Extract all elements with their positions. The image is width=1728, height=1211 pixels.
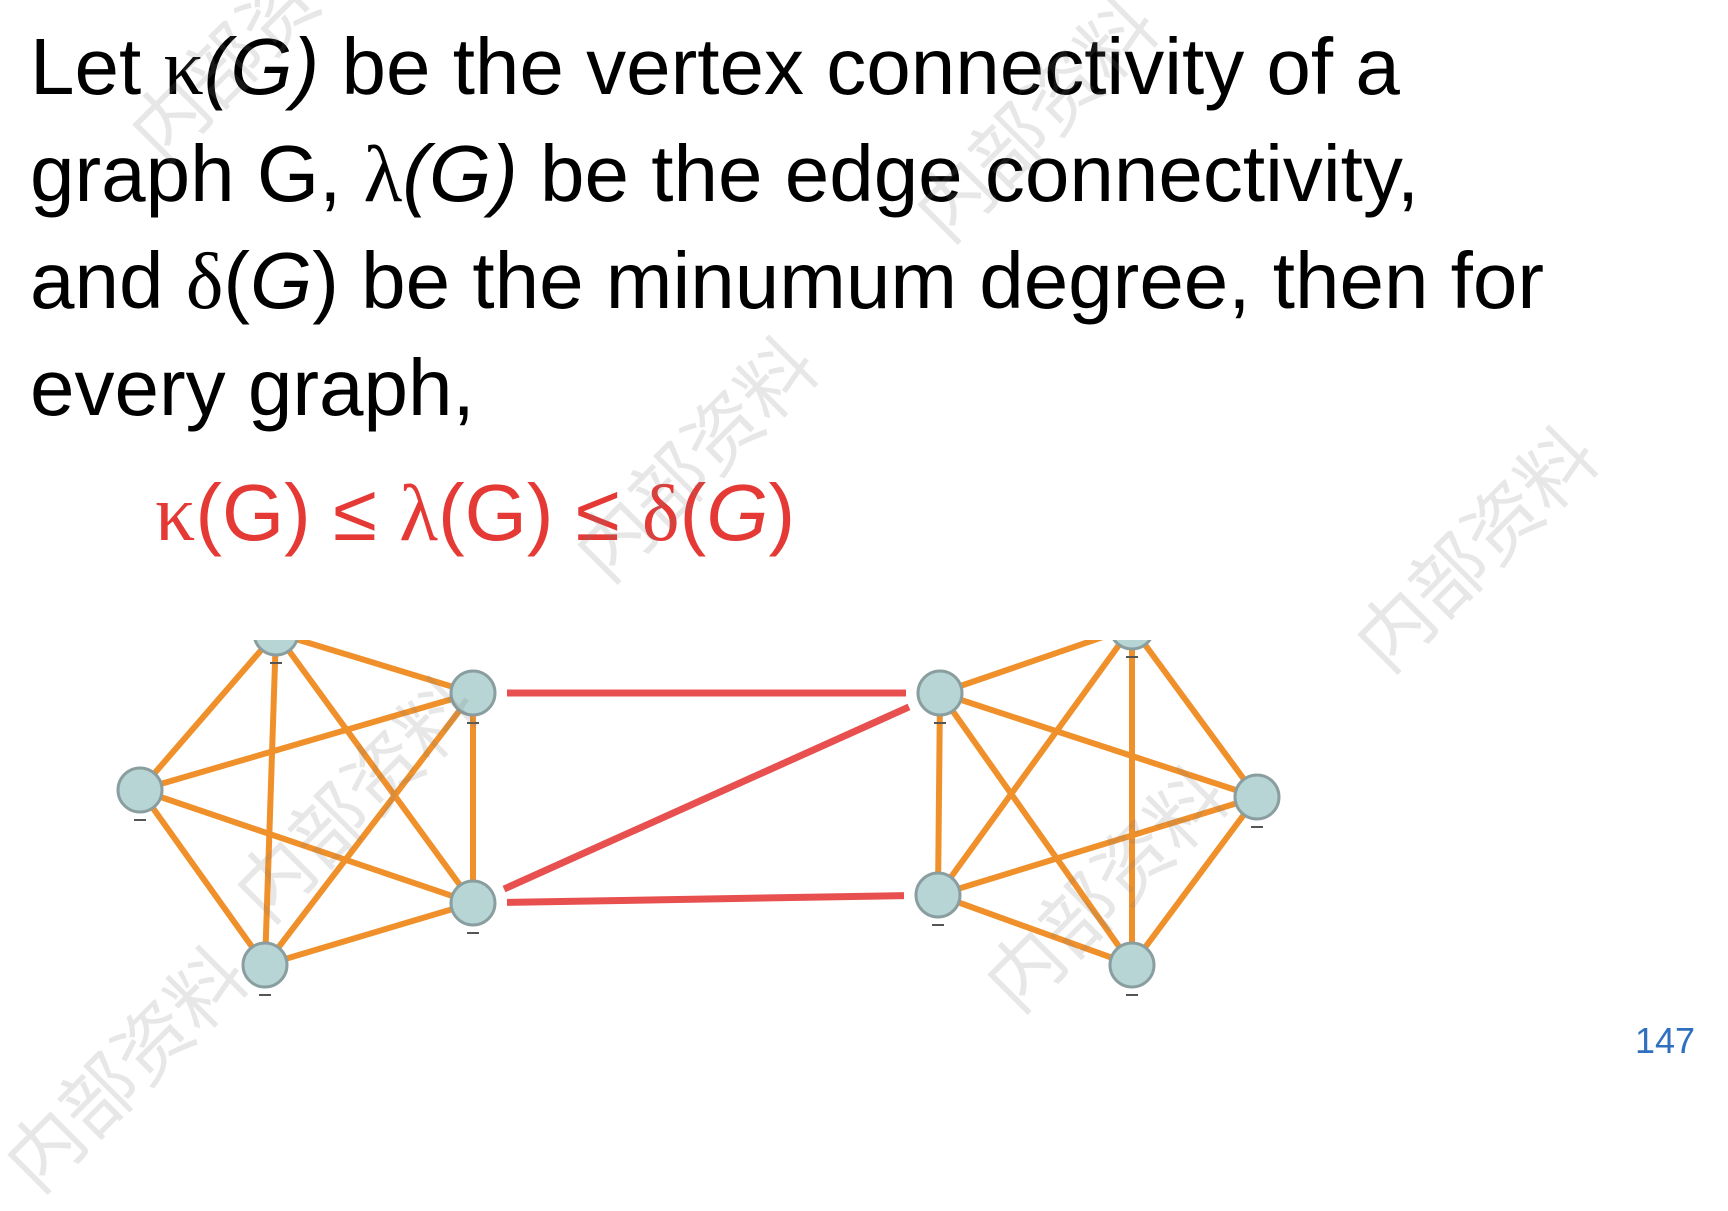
greek-symbol: κ bbox=[155, 470, 196, 558]
text-run: ( bbox=[679, 468, 707, 557]
cluster-edge bbox=[935, 892, 1135, 968]
graph-node bbox=[253, 640, 299, 657]
text-run: every graph, bbox=[30, 343, 475, 432]
text-run: (G) bbox=[402, 129, 518, 218]
graph-node bbox=[914, 871, 962, 919]
cluster-edge bbox=[935, 640, 1127, 898]
page-number: 147 bbox=[1635, 1020, 1696, 1061]
text-run: (G) ≤ bbox=[437, 468, 642, 557]
graph-diagram bbox=[116, 640, 1281, 996]
graph-node bbox=[1108, 941, 1156, 989]
cluster-edge bbox=[937, 690, 1135, 968]
text-run: ) be the minumum degree, then for bbox=[312, 236, 1545, 325]
text-run: (G) bbox=[203, 22, 320, 111]
graph-node bbox=[1112, 640, 1152, 651]
cluster-edge bbox=[1137, 640, 1260, 800]
cluster-edge bbox=[288, 640, 476, 696]
cluster-edge bbox=[937, 690, 1260, 800]
greek-symbol: κ bbox=[163, 24, 204, 112]
cluster-edge bbox=[937, 640, 1104, 696]
cluster-edge bbox=[137, 787, 268, 968]
graph-node bbox=[241, 941, 289, 989]
bridge-edge bbox=[506, 892, 905, 906]
cluster-edge bbox=[137, 787, 476, 906]
text-line: and δ(G) be the minumum degree, then for bbox=[30, 228, 1690, 335]
theorem-statement: Let κ(G) be the vertex connectivity of a… bbox=[30, 14, 1690, 441]
text-run: (G) ≤ bbox=[195, 468, 400, 557]
cluster-edge bbox=[1129, 794, 1260, 968]
connectivity-inequality: κ(G) ≤ λ(G) ≤ δ(G) bbox=[155, 460, 795, 567]
graph-node bbox=[916, 669, 964, 717]
greek-symbol: δ bbox=[641, 470, 680, 558]
text-line: graph G, λ(G) be the edge connectivity, bbox=[30, 121, 1690, 228]
text-run: G bbox=[706, 468, 769, 557]
cluster-edge bbox=[262, 640, 279, 968]
cluster-edge bbox=[277, 640, 476, 906]
text-run: ) bbox=[768, 468, 796, 557]
greek-symbol: δ bbox=[185, 238, 224, 326]
graph-node bbox=[449, 669, 497, 717]
graph-node bbox=[449, 879, 497, 927]
text-run: be the edge connectivity, bbox=[517, 129, 1420, 218]
bridge-edge bbox=[502, 703, 911, 893]
slide: Let κ(G) be the vertex connectivity of a… bbox=[0, 0, 1696, 1209]
greek-symbol: λ bbox=[363, 131, 403, 219]
text-run: be the vertex connectivity of a bbox=[319, 22, 1400, 111]
graph-node bbox=[116, 766, 164, 814]
text-run: and bbox=[30, 236, 186, 325]
text-line: every graph, bbox=[30, 335, 1690, 441]
text-run: graph G, bbox=[30, 129, 364, 218]
cluster-edge bbox=[262, 690, 476, 968]
cluster-edge bbox=[137, 690, 476, 793]
cluster-edge bbox=[262, 900, 476, 968]
text-run: Let bbox=[30, 22, 164, 111]
cluster-edge bbox=[935, 690, 943, 898]
text-run: ( bbox=[223, 236, 251, 325]
greek-symbol: λ bbox=[399, 470, 438, 558]
cluster-edge bbox=[935, 794, 1260, 898]
text-line: Let κ(G) be the vertex connectivity of a bbox=[30, 14, 1690, 121]
text-run: G bbox=[250, 236, 313, 325]
cluster-edge bbox=[137, 640, 274, 793]
graph-node bbox=[1233, 773, 1281, 821]
